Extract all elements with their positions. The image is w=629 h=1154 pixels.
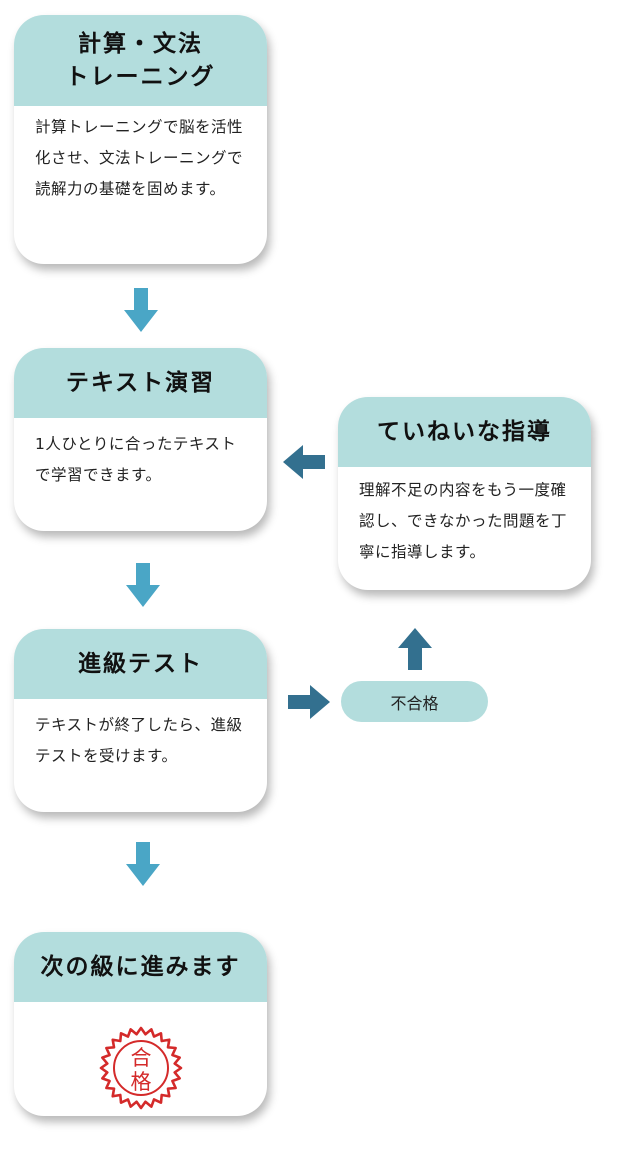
step-title: 計算・文法 トレーニング	[14, 15, 267, 106]
arrow-right-icon	[288, 685, 330, 719]
arrow-down-icon	[126, 842, 160, 886]
seal-char-top: 合	[130, 1046, 151, 1070]
step-description: 1人ひとりに合ったテキストで学習できます。	[35, 435, 237, 484]
seal-char-bottom: 格	[130, 1070, 151, 1094]
arrow-down-icon	[124, 288, 158, 332]
side-title: ていねいな指導	[338, 397, 591, 467]
step-description: 計算トレーニングで脳を活性化させ、文法トレーニングで読解力の基礎を固めます。	[35, 118, 244, 198]
step-card-training: 計算・文法 トレーニング 計算トレーニングで脳を活性化させ、文法トレーニングで読…	[14, 15, 267, 264]
arrow-left-icon	[283, 445, 325, 479]
arrow-up-icon	[398, 628, 432, 670]
step-title-line-1: テキスト演習	[65, 369, 216, 396]
step-title-line-1: 進級テスト	[78, 650, 203, 677]
step-card-promotion-test: 進級テスト テキストが終了したら、進級テストを受けます。	[14, 629, 267, 812]
pass-stamp: 合 格	[99, 1026, 183, 1110]
step-title-line-2: トレーニング	[65, 63, 216, 90]
fail-label: 不合格	[390, 693, 439, 713]
step-title-line-1: 計算・文法	[78, 30, 203, 57]
step-title-line-1: 次の級に進みます	[40, 953, 241, 980]
step-title: 次の級に進みます	[14, 932, 267, 1002]
step-card-text-practice: テキスト演習 1人ひとりに合ったテキストで学習できます。	[14, 348, 267, 531]
side-card-careful-guidance: ていねいな指導 理解不足の内容をもう一度確認し、できなかった問題を丁寧に指導しま…	[338, 397, 591, 590]
step-description: テキストが終了したら、進級テストを受けます。	[35, 716, 243, 765]
step-title: テキスト演習	[14, 348, 267, 418]
step-title: 進級テスト	[14, 629, 267, 699]
pass-seal-icon: 合 格	[99, 1026, 182, 1110]
side-description: 理解不足の内容をもう一度確認し、できなかった問題を丁寧に指導します。	[359, 481, 568, 561]
step-card-next-level: 次の級に進みます 合 格	[14, 932, 267, 1116]
side-title-text: ていねいな指導	[377, 418, 552, 445]
fail-badge: 不合格	[341, 681, 488, 722]
arrow-down-icon	[126, 563, 160, 607]
